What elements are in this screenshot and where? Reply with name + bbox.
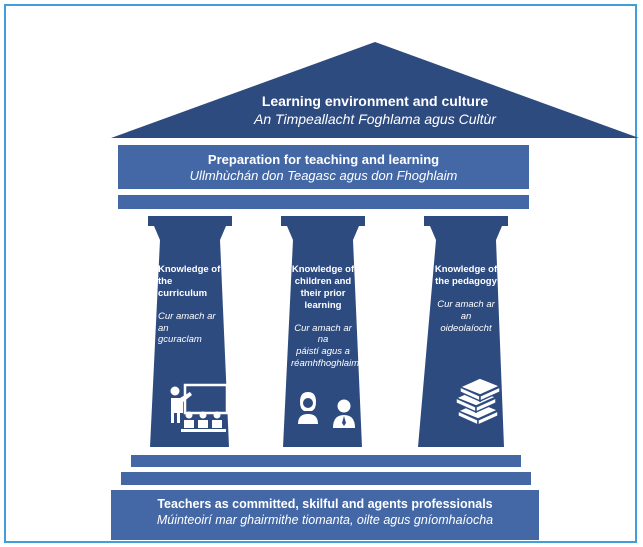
pillar-1-title-line: Knowledge of — [158, 264, 221, 275]
books-icon — [454, 377, 502, 427]
pillar-2-irish-line: Cur amach ar na — [294, 322, 352, 346]
pillar-2-title-line: children and — [294, 275, 352, 287]
pillar-1-irish-line: Cur amach ar an — [158, 310, 216, 334]
pillar-3-title-line: the pedagogy — [435, 275, 497, 287]
pillar-1 — [148, 216, 232, 447]
pillar-2-irish-line: réamhfhoghlaim — [291, 358, 360, 370]
pillar-3-text: Knowledge of the pedagogy Cur amach ar a… — [432, 264, 500, 334]
lintel-title-irish: Ullmhùchán don Teagasc agus don Fhoghlai… — [189, 168, 458, 184]
pillar-2-title-line: Knowledge of — [291, 264, 355, 275]
teacher-whiteboard-icon — [170, 383, 229, 432]
children-icon — [298, 392, 355, 428]
roof-title-irish: An Timpeallacht Foghlama agus Cultùr — [254, 110, 496, 127]
pillar-1-title-line: the curriculum — [158, 275, 208, 299]
lintel-text: Preparation for teaching and learning Ul… — [118, 152, 529, 185]
pillar-2-irish-line: páistí agus a — [296, 346, 350, 358]
pillar-1-text: Knowledge of the curriculum Cur amach ar… — [158, 264, 222, 346]
lintel-band — [118, 145, 529, 189]
pillar-2-title-line: their prior — [300, 287, 346, 299]
lintel-strip — [118, 195, 529, 209]
step-middle — [121, 472, 531, 485]
pillar-2-title-line: learning — [304, 299, 342, 311]
pillar-3-title-line: Knowledge of — [434, 264, 498, 275]
roof — [111, 42, 639, 138]
roof-text: Learning environment and culture An Timp… — [130, 93, 620, 128]
base-title: Teachers as committed, skilful and agent… — [157, 497, 493, 511]
base-title-irish: Múinteoirí mar ghairmithe tiomanta, oilt… — [156, 512, 494, 527]
pillar-3-irish-line: Cur amach ar an — [437, 298, 495, 322]
step-upper — [131, 455, 521, 467]
pillar-3-irish-line: oideolaíocht — [440, 322, 492, 334]
base-band — [111, 490, 539, 540]
pillar-2-text: Knowledge of children and their prior le… — [291, 264, 360, 370]
roof-title: Learning environment and culture — [261, 93, 489, 109]
base-text: Teachers as committed, skilful and agent… — [111, 497, 539, 528]
pillar-1-irish-line: gcuraclam — [158, 334, 202, 346]
lintel-title: Preparation for teaching and learning — [207, 152, 440, 167]
